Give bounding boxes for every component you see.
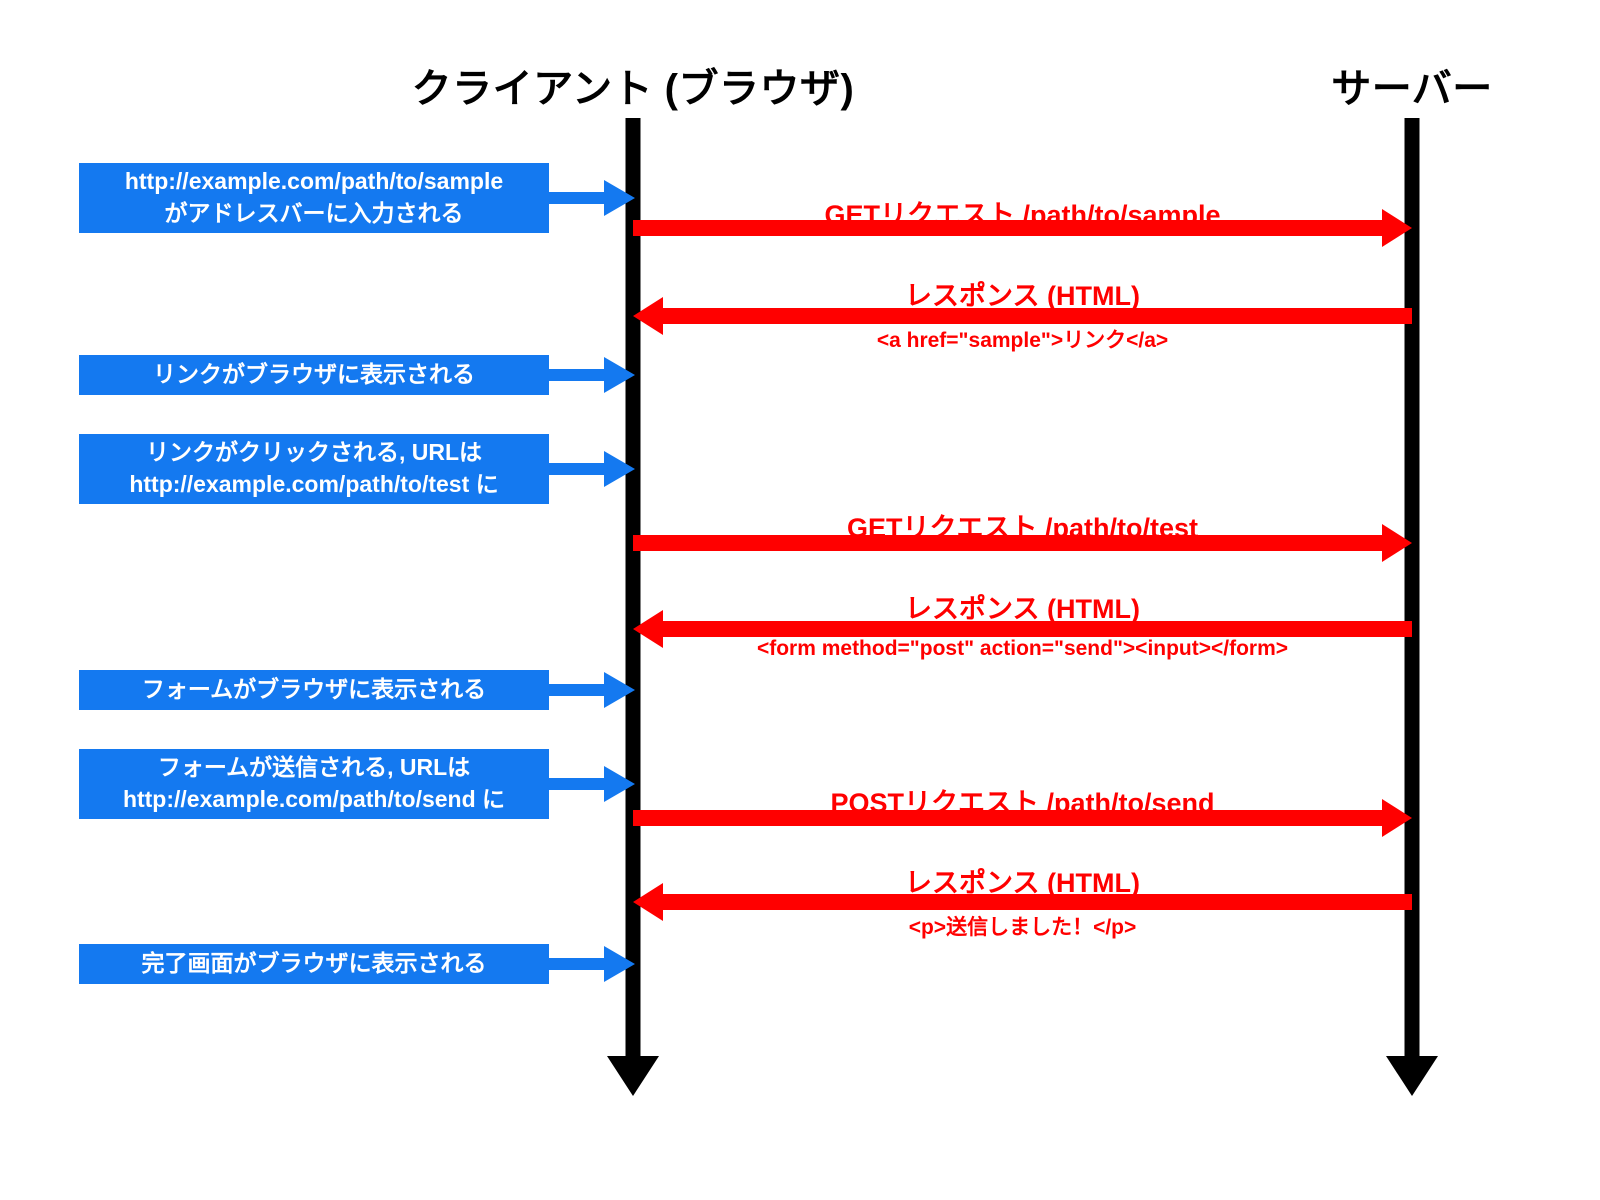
arrow-head-icon: [1382, 209, 1412, 247]
arrow-head-icon: [604, 766, 635, 802]
arrow-shaft: [549, 778, 609, 790]
msg-response-html-1-payload: <a href="sample">リンク</a>: [876, 329, 1169, 352]
arrow-head-icon: [1382, 799, 1412, 837]
arrow-head-icon: [604, 672, 635, 708]
server-lifeline-title: サーバー: [1331, 67, 1493, 111]
arrow-note-form-submitted: [549, 766, 635, 802]
arrow-shaft: [549, 369, 609, 381]
msg-response-html-3-payload: <p>送信しました！</p>: [908, 916, 1137, 939]
note-url-entered: http://example.com/path/to/sample がアドレスバ…: [79, 163, 549, 233]
note-form-submitted: フォームが送信される, URLは http://example.com/path…: [79, 749, 549, 819]
arrow-head-icon: [604, 180, 635, 216]
server-lifeline-arrowhead-icon: [1386, 1056, 1438, 1096]
arrow-head-icon: [604, 946, 635, 982]
arrow-head-icon: [633, 610, 663, 648]
msg-response-html-3-label: レスポンス (HTML): [905, 868, 1140, 898]
msg-response-html-2-payload: <form method="post" action="send"><input…: [756, 637, 1289, 660]
arrow-shaft: [633, 220, 1384, 236]
arrow-shaft: [549, 684, 609, 696]
client-lifeline-arrowhead-icon: [607, 1056, 659, 1096]
arrow-head-icon: [604, 451, 635, 487]
note-form-displayed: フォームがブラウザに表示される: [79, 670, 549, 710]
arrow-shaft: [549, 463, 609, 475]
arrow-shaft: [633, 810, 1384, 826]
arrow-head-icon: [633, 883, 663, 921]
arrow-head-icon: [604, 357, 635, 393]
arrow-shaft: [661, 894, 1412, 910]
msg-response-html-2-label: レスポンス (HTML): [905, 594, 1140, 624]
arrow-note-link-displayed: [549, 357, 635, 393]
arrow-note-complete-displayed: [549, 946, 635, 982]
arrow-note-link-clicked: [549, 451, 635, 487]
note-link-displayed: リンクがブラウザに表示される: [79, 355, 549, 395]
arrow-note-url-entered: [549, 180, 635, 216]
arrow-head-icon: [1382, 524, 1412, 562]
arrow-shaft: [549, 958, 609, 970]
arrow-note-form-displayed: [549, 672, 635, 708]
note-complete-displayed: 完了画面がブラウザに表示される: [79, 944, 549, 984]
arrow-shaft: [549, 192, 609, 204]
arrow-head-icon: [633, 297, 663, 335]
arrow-shaft: [661, 308, 1412, 324]
arrow-shaft: [633, 535, 1384, 551]
msg-response-html-1-label: レスポンス (HTML): [905, 281, 1140, 311]
note-link-clicked: リンクがクリックされる, URLは http://example.com/pat…: [79, 434, 549, 504]
arrow-shaft: [661, 621, 1412, 637]
client-lifeline-title: クライアント (ブラウザ): [411, 67, 855, 111]
